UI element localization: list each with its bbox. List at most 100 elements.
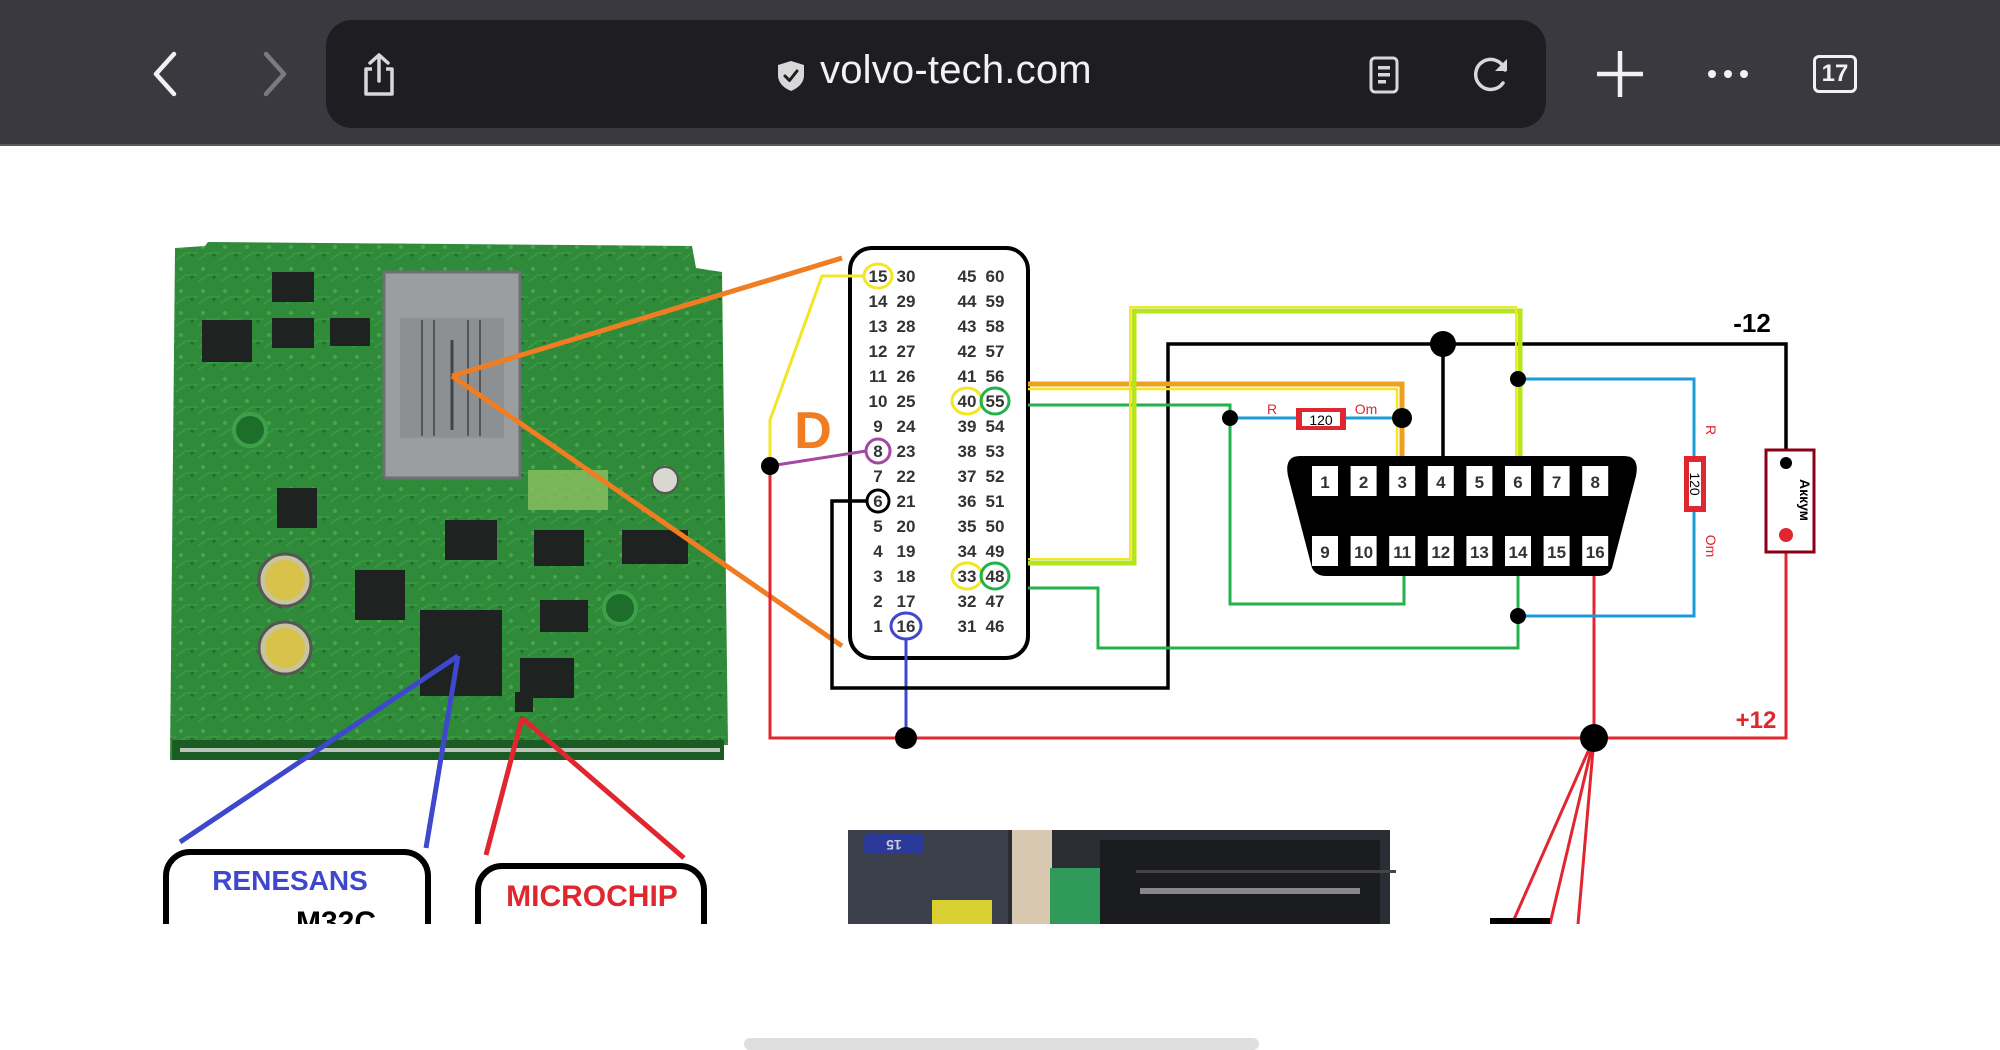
obd-pin-slot (1543, 466, 1570, 496)
renesas-label-box: RENESANS M32C (163, 849, 431, 975)
ecu-pin-7: 7 (873, 467, 882, 486)
ecu-pin-41: 41 (958, 367, 977, 386)
obd-pin-7: 7 (1552, 473, 1561, 492)
obd-pin-14: 14 (1509, 543, 1528, 562)
microchip-eeprom-chip (515, 692, 533, 712)
ecu-pin-2: 2 (873, 592, 882, 611)
ecu-pin-46: 46 (986, 617, 1005, 636)
pin-48-highlight (979, 561, 1011, 591)
obd-pin-slot (1312, 466, 1338, 496)
ecu-pin-34: 34 (958, 542, 977, 561)
more-button[interactable] (1704, 62, 1752, 86)
share-icon (364, 53, 394, 96)
new-tab-button[interactable] (1596, 50, 1644, 98)
ecu-pin-23: 23 (897, 442, 916, 461)
obd-pin-slot (1389, 466, 1416, 496)
reload-button[interactable] (1470, 52, 1514, 96)
ecu-pin-40: 40 (958, 392, 977, 411)
ecu-pin-48: 48 (986, 567, 1005, 586)
url-text[interactable]: volvo-tech.com (820, 48, 1092, 92)
obd-pin-slot (1350, 536, 1377, 566)
renesas-label: RENESANS (212, 865, 368, 896)
obd-pin-slot (1427, 466, 1454, 496)
share-button[interactable] (356, 50, 402, 100)
ecu-pin-36: 36 (958, 492, 977, 511)
ecu-pin-1: 1 (873, 617, 882, 636)
obd-pin-slot (1389, 536, 1416, 566)
obd-pin-slot (1466, 536, 1493, 566)
address-bar[interactable] (326, 20, 1546, 128)
ecu-pin-32: 32 (958, 592, 977, 611)
ecu-pin-59: 59 (986, 292, 1005, 311)
obd-pin-slot (1543, 536, 1570, 566)
ecu-pin-54: 54 (986, 417, 1005, 436)
resistor-2-prefix: R (1703, 425, 1719, 435)
resistor-2-unit: Om (1703, 535, 1719, 558)
resistor-2: 120 R Om (1684, 425, 1719, 557)
ecu-pin-6: 6 (873, 492, 882, 511)
ecu-pin-50: 50 (986, 517, 1005, 536)
plus-12-label: +12 (1736, 707, 1777, 734)
ecu-pin-60: 60 (986, 267, 1005, 286)
chevron-left-icon (153, 51, 177, 97)
obd-pin-2: 2 (1359, 473, 1368, 492)
obd-pin-slot (1466, 466, 1493, 496)
ecu-pin-28: 28 (897, 317, 916, 336)
ecu-pin-11: 11 (869, 367, 887, 386)
obd-pin-11: 11 (1393, 543, 1411, 562)
ecu-pin-39: 39 (958, 417, 977, 436)
resistor-1-value: 120 (1309, 412, 1333, 428)
ecu-pin-8: 8 (873, 442, 882, 461)
ecu-pin-15: 15 (869, 267, 888, 286)
ecu-pin-49: 49 (986, 542, 1005, 561)
plus-icon (1597, 51, 1643, 97)
ecu-pin-16: 16 (897, 617, 916, 636)
ecu-pin-43: 43 (958, 317, 977, 336)
obd-pin-slot (1505, 466, 1531, 496)
ecu-pin-42: 42 (958, 342, 977, 361)
ecu-pin-44: 44 (958, 292, 977, 311)
scroll-indicator[interactable] (744, 1038, 1259, 1050)
chip-callout-lines (178, 653, 686, 860)
ecu-pin-31: 31 (958, 617, 977, 636)
resistor-2-value: 120 (1687, 472, 1703, 496)
obd-pin-slot (1505, 536, 1531, 566)
ecu-pinout-box: 1514131211109876543213029282726252423222… (848, 246, 1030, 660)
ecu-pin-24: 24 (897, 417, 916, 436)
ecu-pin-26: 26 (897, 367, 916, 386)
ecu-pin-13: 13 (869, 317, 888, 336)
ecu-pin-58: 58 (986, 317, 1005, 336)
obd-pin-5: 5 (1475, 473, 1484, 492)
back-button[interactable] (140, 48, 190, 100)
ecu-pin-33: 33 (958, 567, 977, 586)
ecu-pin-56: 56 (986, 367, 1005, 386)
obd-pin-8: 8 (1590, 473, 1599, 492)
microchip-label: MICROCHIP (506, 880, 678, 913)
obd-pin-6: 6 (1513, 473, 1522, 492)
ecu-pin-51: 51 (986, 492, 1005, 511)
shield-check-icon (778, 61, 804, 91)
resistor-1: 120 R Om (1267, 401, 1377, 430)
ecu-pin-3: 3 (873, 567, 882, 586)
tabs-button[interactable]: 17 (1813, 55, 1857, 93)
chevron-right-icon (263, 51, 287, 97)
renesas-mcu-chip (420, 610, 502, 696)
obd-pin-slot (1427, 536, 1454, 566)
ecu-pin-14: 14 (869, 292, 888, 311)
ecu-pin-47: 47 (986, 592, 1005, 611)
pin-55-highlight (979, 386, 1011, 416)
connector-d-label: D (794, 402, 832, 460)
junction-dots (761, 331, 1608, 752)
ecu-pin-37: 37 (958, 467, 977, 486)
forward-button[interactable] (250, 48, 300, 100)
battery-label: Аккум (1797, 479, 1813, 521)
ecu-pin-10: 10 (869, 392, 888, 411)
ecu-pin-25: 25 (897, 392, 916, 411)
ecu-pin-4: 4 (873, 542, 883, 561)
ecu-pin-17: 17 (897, 592, 916, 611)
tab-count: 17 (1821, 60, 1849, 87)
obd-pin-13: 13 (1470, 543, 1489, 562)
ecu-pin-20: 20 (897, 517, 916, 536)
reader-mode-button[interactable] (1366, 54, 1402, 96)
